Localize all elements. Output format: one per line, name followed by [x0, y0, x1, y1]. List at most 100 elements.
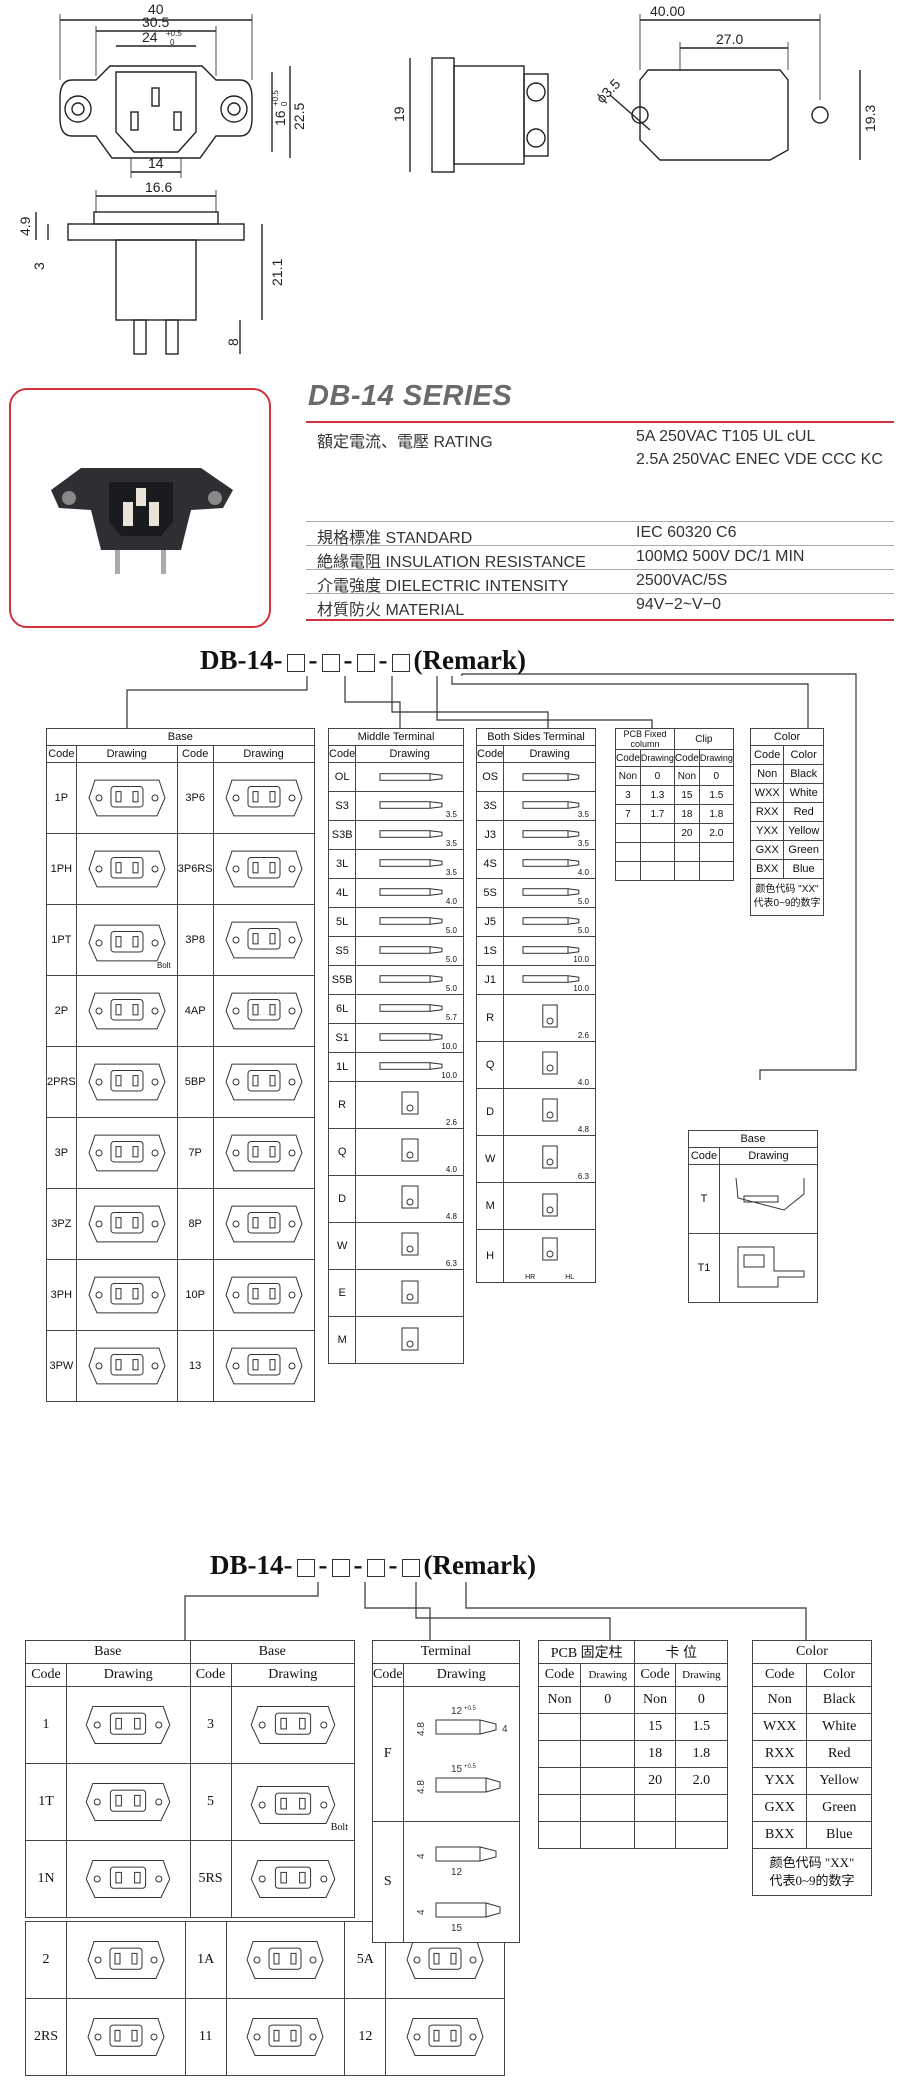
spec-label-rating: 額定電流、電壓 RATING [317, 434, 493, 451]
table-cell-code: J5 [475, 907, 505, 937]
table-cell: 0 [698, 766, 734, 786]
table-cell-code: 3 [189, 1686, 232, 1764]
dim-tol-plus: +0.5 [166, 29, 182, 38]
drawing-base-3ph [75, 1259, 178, 1331]
table-cell [698, 861, 734, 881]
dim-label: 5.0 [577, 925, 589, 935]
drawing-mid-m [355, 1316, 464, 1364]
dim-h16-tol-plus: +0.5 [271, 90, 280, 106]
dimension-drawings: 40 30.5 24 +0.5 0 14 16.6 40.00 27.0 16 … [17, 1, 878, 355]
table-cell-code: 11 [184, 1998, 227, 2076]
dim-label: 5.0 [445, 925, 457, 935]
table-cell-code: E [327, 1269, 357, 1317]
table-cell-code: 12 [344, 1998, 387, 2076]
code-box [286, 653, 305, 672]
table-row [537, 1821, 729, 1849]
dim-8: 8 [225, 338, 241, 346]
drawing-mid-r: 2.6 [355, 1081, 464, 1129]
table-cell [580, 1740, 636, 1768]
table-cell-code: 3PH [46, 1259, 77, 1331]
dim-3: 3 [31, 262, 47, 270]
drawing-base-8p [212, 1188, 315, 1260]
table-cell: 1.5 [674, 1713, 729, 1741]
dim-side-19: 19 [391, 106, 407, 122]
drawing-mid-s3: 3.5 [355, 791, 464, 821]
drawing-mid-3l: 3.5 [355, 849, 464, 879]
table-cell-code: 1A [184, 1921, 227, 1999]
col-code: Code [537, 1663, 582, 1687]
table-cell-code: J1 [475, 965, 505, 995]
dim-label: 10.0 [441, 1041, 457, 1051]
table-cell: RXX [749, 802, 785, 822]
drawing-base2-5rs [230, 1840, 355, 1918]
table-cell [634, 1794, 676, 1822]
dim-inner-width: 30.5 [142, 14, 169, 30]
dim-hole-dia: ϕ3.5 [593, 75, 624, 106]
drawing-base2-1 [66, 1686, 191, 1764]
drawing-mid-4l: 4.0 [355, 878, 464, 908]
table-cell-code: 5S [475, 878, 505, 908]
table-cell-code: 1PH [46, 833, 77, 905]
table-cell: Black [783, 764, 824, 784]
drawing-mid-e [355, 1269, 464, 1317]
table-cell-code: W [327, 1222, 357, 1270]
dim-4-9: 4.9 [17, 216, 33, 236]
col-drawing: Drawing [674, 1663, 729, 1687]
connector-lines-1 [126, 673, 857, 1080]
table-cell-code: M [475, 1182, 505, 1230]
dim-label: 5.0 [577, 896, 589, 906]
col-drawing: Drawing [580, 1663, 636, 1687]
col-drawing: Drawing [698, 749, 734, 767]
table-cell: YXX [751, 1767, 808, 1795]
table-row [615, 861, 734, 881]
table-row: OS [475, 762, 596, 792]
table-cell-code: 3L [327, 849, 357, 879]
code-box [331, 1558, 350, 1577]
table-cell: Non [537, 1686, 582, 1714]
drawing-mid-s5: 5.0 [355, 936, 464, 966]
spec-label-dielectric: 介電強度 DIELECTRIC INTENSITY [317, 578, 569, 595]
table-cell-code: 3P8 [176, 904, 214, 976]
table-row: M [327, 1316, 464, 1364]
table-cell-code: 1L [327, 1052, 357, 1082]
table-cell-code: 2PRS [46, 1046, 77, 1118]
table-cell-code: S [372, 1821, 404, 1943]
drawing-mid-s3b: 3.5 [355, 820, 464, 850]
dim-12: 12 [451, 1867, 463, 1878]
drawing-mid-s1: 10.0 [355, 1023, 464, 1053]
dim-4-8: 4.8 [416, 1722, 427, 1736]
drawing-base-3p8 [212, 904, 315, 976]
drawing-base-3p6 [212, 762, 315, 834]
drawing-base2-1a [225, 1921, 346, 1999]
dim-4: 4 [416, 1909, 427, 1915]
product-photo [51, 468, 233, 574]
dim-4: 4 [502, 1724, 508, 1735]
drawing-base2-2 [66, 1921, 186, 1999]
divider [306, 421, 894, 423]
col-code: Code [673, 749, 700, 767]
col-code: Code [25, 1663, 67, 1687]
drawing-base-3p [75, 1117, 178, 1189]
table-cell-code: Q [475, 1041, 505, 1089]
drawing-base2-1n [66, 1840, 191, 1918]
table-cell-code: Q [327, 1128, 357, 1176]
table-cell-code: T1 [688, 1233, 720, 1303]
drawing-mid-6l: 5.7 [355, 994, 464, 1024]
table-cell [639, 861, 675, 881]
table-cell [580, 1713, 636, 1741]
